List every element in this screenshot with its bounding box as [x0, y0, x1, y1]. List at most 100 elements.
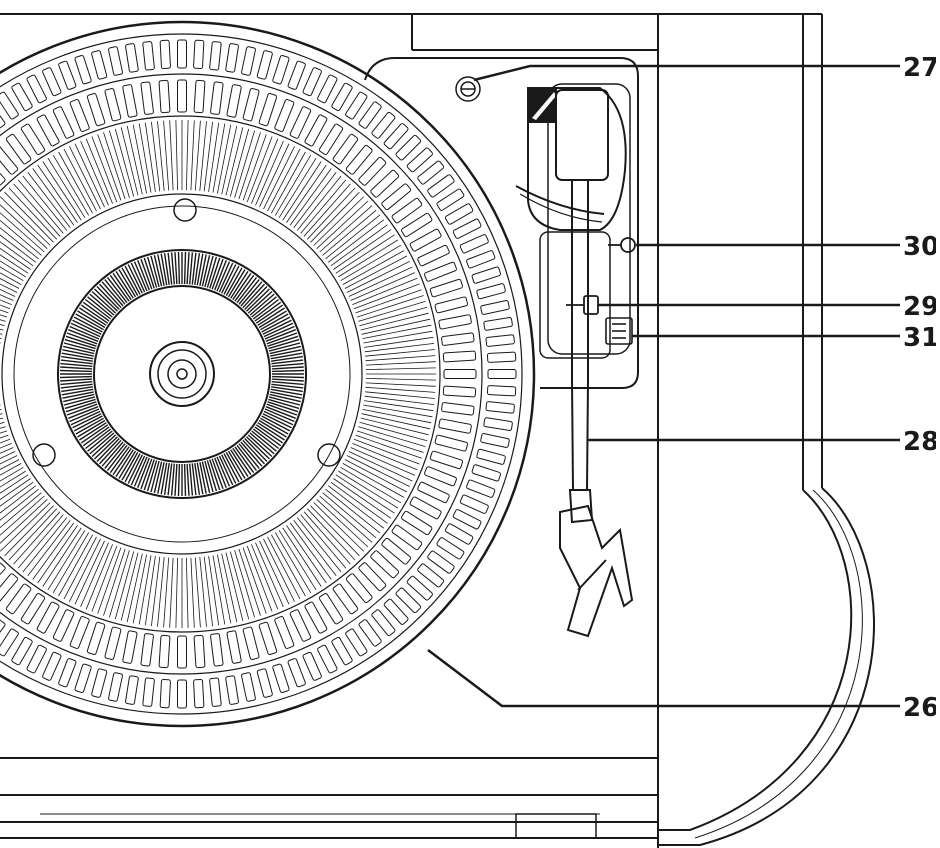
groove-tick — [140, 458, 153, 490]
strobe-dot — [225, 675, 239, 705]
strobe-dot — [5, 583, 32, 615]
groove-tick — [212, 555, 226, 625]
groove-tick — [282, 161, 322, 221]
groove-tick — [365, 386, 436, 393]
strobe-dot — [417, 244, 450, 267]
strobe-dot — [459, 234, 489, 254]
groove-tick — [313, 196, 365, 246]
groove-tick — [364, 395, 435, 405]
groove-tick — [8, 508, 57, 561]
strobe-dot — [409, 496, 442, 520]
groove-tick — [130, 455, 146, 486]
groove-tick — [0, 212, 45, 253]
groove-tick — [75, 313, 104, 331]
strobe-dot — [318, 593, 344, 625]
groove-tick — [238, 548, 261, 616]
groove-tick — [216, 456, 231, 487]
strobe-dot — [11, 82, 33, 112]
groove-tick — [199, 462, 207, 494]
strobe-dot — [381, 183, 412, 211]
groove-tick — [169, 557, 174, 628]
strobe-dot — [436, 188, 465, 211]
groove-tick — [263, 322, 294, 338]
groove-tick — [206, 460, 218, 492]
groove-tick — [104, 443, 126, 469]
strobe-dot — [58, 60, 77, 90]
groove-tick — [0, 272, 22, 285]
groove-tick — [143, 459, 155, 491]
strobe-dot — [289, 609, 312, 642]
groove-tick — [0, 451, 16, 459]
groove-tick — [230, 271, 249, 299]
groove-tick — [218, 455, 234, 486]
groove-tick — [0, 481, 34, 507]
groove-tick — [153, 461, 163, 493]
groove-tick — [201, 461, 211, 493]
strobe-dot — [193, 678, 205, 709]
groove-tick — [259, 540, 290, 605]
strobe-dot — [480, 300, 510, 315]
groove-tick — [355, 289, 422, 314]
groove-tick — [246, 136, 273, 203]
groove-tick — [262, 319, 292, 335]
groove-tick — [42, 527, 82, 587]
groove-tick — [358, 301, 426, 322]
strobe-dot — [441, 402, 475, 416]
groove-tick — [348, 266, 413, 297]
groove-tick — [103, 132, 126, 200]
groove-tick — [170, 463, 175, 496]
groove-tick — [0, 289, 16, 297]
groove-tick — [260, 313, 289, 331]
groove-tick — [126, 553, 143, 623]
groove-tick — [335, 234, 395, 274]
strobe-dot — [358, 156, 387, 186]
groove-tick — [0, 502, 51, 552]
strobe-dot — [242, 626, 260, 660]
strobe-dot — [438, 418, 472, 434]
groove-tick — [91, 136, 118, 203]
groove-tick — [251, 296, 277, 318]
groove-tick — [267, 536, 301, 600]
groove-tick — [124, 265, 141, 295]
groove-tick — [186, 120, 189, 191]
strobe-dot — [209, 41, 222, 71]
strobe-dot — [438, 314, 472, 330]
groove-tick — [325, 214, 381, 260]
groove-tick — [52, 532, 90, 594]
groove-tick — [146, 460, 158, 492]
groove-tick — [175, 557, 178, 628]
strobe-dot — [424, 466, 457, 487]
strobe-dot — [36, 114, 60, 147]
groove-tick — [190, 557, 195, 628]
strobe-dot — [0, 101, 6, 129]
strobe-dot — [69, 99, 90, 132]
strobe-dot — [69, 616, 90, 649]
groove-tick — [322, 492, 377, 539]
groove-tick — [120, 552, 139, 621]
groove-tick — [333, 478, 392, 519]
groove-tick — [330, 481, 388, 524]
strobe-dot — [20, 593, 46, 625]
groove-tick — [257, 307, 285, 326]
strobe-dot — [52, 106, 75, 139]
strobe-dot — [331, 636, 353, 666]
strobe-dot — [427, 550, 455, 574]
groove-tick — [268, 338, 300, 350]
groove-tick — [251, 430, 277, 452]
strobe-dot — [177, 635, 187, 669]
groove-tick — [61, 352, 94, 360]
groove-tick — [353, 438, 420, 465]
groove-tick — [175, 120, 178, 191]
groove-tick — [98, 283, 122, 309]
strobe-dot — [345, 628, 368, 657]
groove-tick — [150, 460, 160, 493]
strobe-dot — [331, 82, 353, 112]
strobe-dot — [193, 634, 206, 669]
groove-tick — [333, 229, 392, 270]
groove-tick — [203, 556, 213, 627]
strobe-dot — [287, 658, 306, 688]
strobe-dot — [210, 633, 224, 667]
groove-tick — [209, 459, 221, 491]
strobe-dot — [434, 296, 468, 314]
groove-tick — [246, 436, 270, 460]
